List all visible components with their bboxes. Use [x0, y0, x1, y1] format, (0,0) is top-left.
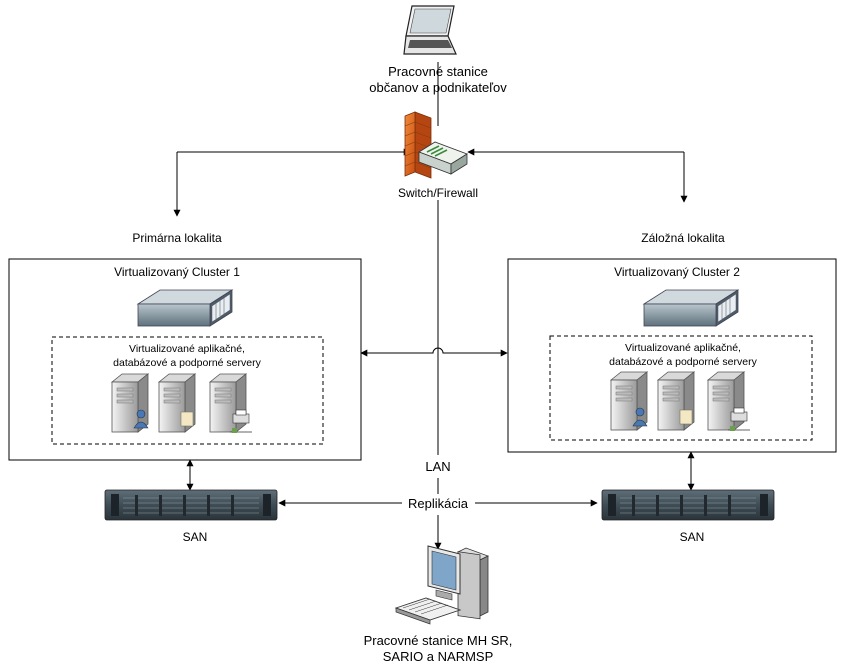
replication-label: Replikácia	[408, 496, 469, 511]
user-badge-icon	[133, 409, 149, 429]
cluster1-vm-label-line1: Virtualizované aplikačné,	[129, 343, 245, 355]
document-badge-icon	[679, 409, 693, 425]
printer-badge-icon	[728, 407, 750, 431]
backup-site-label: Záložná lokalita	[641, 231, 725, 245]
citizens-workstation-label-line1: Pracovné stanice	[388, 64, 488, 79]
printer-badge-icon	[230, 409, 252, 433]
mh-workstation-label-line1: Pracovné stanice MH SR,	[364, 633, 513, 648]
cluster1-vm-label-line2: databázové a podporné servery	[113, 357, 261, 369]
rack-server-icon	[643, 289, 739, 327]
firewall-switch-icon	[404, 111, 468, 179]
connector-lines	[173, 62, 695, 550]
primary-site-label: Primárna lokalita	[132, 231, 222, 245]
replication-label-backing	[406, 496, 471, 511]
document-badge-icon	[180, 411, 194, 427]
cluster2-vm-label-line1: Virtualizované aplikačné,	[625, 342, 741, 354]
san-left-label: SAN	[183, 530, 208, 544]
cluster1-box: Virtualizovaný Cluster 1 Virtualizované …	[8, 258, 362, 461]
user-badge-icon	[632, 407, 648, 427]
switch-firewall-label: Switch/Firewall	[398, 186, 478, 200]
desktop-pc-icon	[394, 545, 490, 625]
cluster1-title: Virtualizovaný Cluster 1	[114, 265, 240, 279]
cluster2-vm-group	[549, 335, 813, 441]
citizens-workstation-label-line2: občanov a podnikateľov	[369, 80, 507, 95]
rack-server-icon	[137, 289, 233, 327]
laptop-icon	[403, 5, 457, 55]
cluster2-box: Virtualizovaný Cluster 2 Virtualizované …	[507, 258, 837, 453]
cluster2-title: Virtualizovaný Cluster 2	[614, 265, 740, 279]
mh-workstation-label-line2: SARIO a NARMSP	[383, 649, 494, 664]
lan-label-backing	[423, 459, 453, 474]
san-right-label: SAN	[680, 530, 705, 544]
san-storage-icon	[601, 489, 775, 521]
lan-label: LAN	[425, 459, 450, 474]
cluster2-vm-label-line2: databázové a podporné servery	[609, 356, 757, 368]
switch-firewall-label-backing	[395, 186, 481, 200]
san-storage-icon	[104, 489, 278, 521]
cluster1-vm-group	[51, 336, 324, 445]
